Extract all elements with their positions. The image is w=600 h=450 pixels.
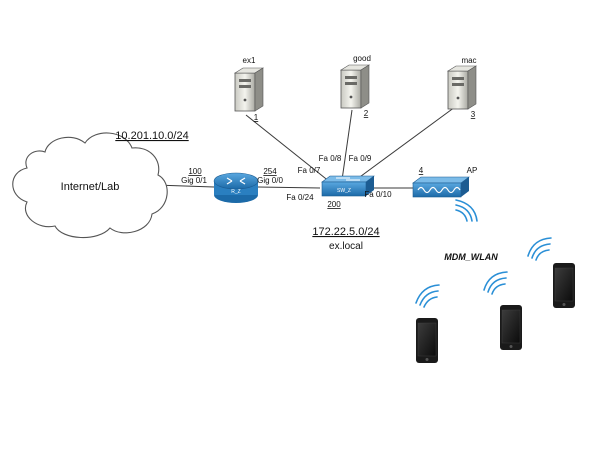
access-point[interactable]: 4 AP bbox=[412, 166, 478, 198]
switch-port-router: Fa 0/24 bbox=[286, 193, 314, 202]
router-name: R_Z bbox=[231, 189, 240, 195]
switch-icon bbox=[321, 175, 375, 197]
router-wan-port: Gig 0/1 bbox=[181, 176, 207, 185]
cloud-label: Internet/Lab bbox=[61, 181, 120, 193]
server-host: 1 bbox=[254, 113, 259, 122]
smartphone-icon bbox=[500, 305, 522, 350]
link-router-switch bbox=[257, 186, 321, 189]
smartphone-icon bbox=[416, 318, 438, 363]
switch-port-ex1: Fa 0/7 bbox=[298, 166, 321, 175]
server-name: mac bbox=[461, 56, 476, 65]
switch-host: 200 bbox=[327, 200, 341, 209]
router-lan-port: Gig 0/0 bbox=[257, 176, 283, 185]
router-r-z[interactable]: R_Z bbox=[213, 172, 259, 203]
domain-label: ex.local bbox=[329, 241, 363, 252]
server-host: 2 bbox=[364, 109, 369, 118]
access-point-icon bbox=[412, 176, 470, 198]
link-switch-good bbox=[341, 109, 353, 181]
switch-port-ap: Fa 0/10 bbox=[364, 190, 392, 199]
phone-1[interactable] bbox=[416, 318, 438, 363]
internet-cloud-icon: Internet/Lab bbox=[12, 132, 168, 239]
server-good[interactable]: good 2 bbox=[339, 54, 371, 118]
router-icon bbox=[213, 172, 259, 203]
phone-2[interactable] bbox=[500, 305, 522, 350]
links bbox=[154, 106, 456, 189]
server-host: 3 bbox=[471, 110, 476, 119]
router-wan-host: 100 bbox=[188, 167, 202, 176]
wan-subnet-label: 10.201.10.0/24 bbox=[115, 130, 188, 142]
server-icon bbox=[446, 65, 478, 110]
switch-sw-z[interactable]: SW_Z bbox=[321, 175, 375, 197]
wifi-signal-icon bbox=[415, 199, 552, 308]
ap-name: AP bbox=[467, 166, 478, 175]
server-icon bbox=[339, 64, 371, 109]
server-ex1[interactable]: ex1 1 bbox=[233, 56, 265, 122]
link-switch-ex1 bbox=[245, 114, 331, 183]
link-switch-mac bbox=[352, 106, 456, 183]
switch-name: SW_Z bbox=[337, 188, 351, 194]
ap-host: 4 bbox=[419, 166, 424, 175]
switch-port-good: Fa 0/8 bbox=[319, 154, 342, 163]
smartphone-icon bbox=[553, 263, 575, 308]
server-mac[interactable]: mac 3 bbox=[446, 56, 478, 119]
phone-3[interactable] bbox=[553, 263, 575, 308]
switch-port-mac: Fa 0/9 bbox=[349, 154, 372, 163]
server-name: good bbox=[353, 54, 371, 63]
server-icon bbox=[233, 67, 265, 112]
lan-subnet-label: 172.22.5.0/24 bbox=[312, 226, 379, 238]
wlan-ssid-label: MDM_WLAN bbox=[444, 252, 498, 262]
server-name: ex1 bbox=[243, 56, 256, 65]
router-lan-host: 254 bbox=[263, 167, 277, 176]
